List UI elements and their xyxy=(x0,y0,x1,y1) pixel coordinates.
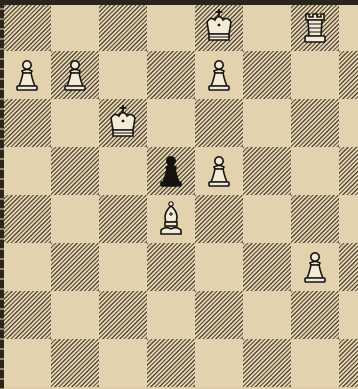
square-c8[interactable] xyxy=(99,3,147,51)
square-b4[interactable] xyxy=(51,195,99,243)
square-e2[interactable] xyxy=(195,291,243,339)
square-b2[interactable] xyxy=(51,291,99,339)
square-b1[interactable] xyxy=(51,339,99,387)
square-g4[interactable] xyxy=(291,195,339,243)
square-g3[interactable] xyxy=(291,243,339,291)
square-h5[interactable] xyxy=(339,147,358,195)
square-b6[interactable] xyxy=(51,99,99,147)
square-a5[interactable] xyxy=(3,147,51,195)
square-d5[interactable] xyxy=(147,147,195,195)
square-d7[interactable] xyxy=(147,51,195,99)
square-g2[interactable] xyxy=(291,291,339,339)
square-g8[interactable] xyxy=(291,3,339,51)
square-f8[interactable] xyxy=(243,3,291,51)
left-border xyxy=(0,0,4,389)
square-a4[interactable] xyxy=(3,195,51,243)
white-pawn-icon[interactable] xyxy=(295,247,335,287)
square-h3[interactable] xyxy=(339,243,358,291)
square-f6[interactable] xyxy=(243,99,291,147)
square-d4[interactable] xyxy=(147,195,195,243)
square-d8[interactable] xyxy=(147,3,195,51)
square-f7[interactable] xyxy=(243,51,291,99)
white-pawn-icon[interactable] xyxy=(199,55,239,95)
square-h1[interactable] xyxy=(339,339,358,387)
square-g7[interactable] xyxy=(291,51,339,99)
square-c5[interactable] xyxy=(99,147,147,195)
square-e3[interactable] xyxy=(195,243,243,291)
square-f4[interactable] xyxy=(243,195,291,243)
white-pawn-icon[interactable] xyxy=(199,151,239,191)
square-e8[interactable] xyxy=(195,3,243,51)
square-f5[interactable] xyxy=(243,147,291,195)
white-king-icon[interactable] xyxy=(103,103,143,143)
square-b5[interactable] xyxy=(51,147,99,195)
square-c6[interactable] xyxy=(99,99,147,147)
white-pawn-icon[interactable] xyxy=(55,55,95,95)
square-g6[interactable] xyxy=(291,99,339,147)
square-g1[interactable] xyxy=(291,339,339,387)
square-e5[interactable] xyxy=(195,147,243,195)
white-king-icon[interactable] xyxy=(199,7,239,47)
square-h4[interactable] xyxy=(339,195,358,243)
black-pawn-icon[interactable] xyxy=(151,151,191,191)
square-d6[interactable] xyxy=(147,99,195,147)
square-e4[interactable] xyxy=(195,195,243,243)
white-rook-icon[interactable] xyxy=(295,7,335,47)
square-f2[interactable] xyxy=(243,291,291,339)
square-d1[interactable] xyxy=(147,339,195,387)
chess-board xyxy=(3,3,358,387)
chess-board-frame xyxy=(3,3,358,387)
square-a3[interactable] xyxy=(3,243,51,291)
square-h2[interactable] xyxy=(339,291,358,339)
square-f3[interactable] xyxy=(243,243,291,291)
top-border xyxy=(0,0,358,5)
square-f1[interactable] xyxy=(243,339,291,387)
square-d3[interactable] xyxy=(147,243,195,291)
square-c1[interactable] xyxy=(99,339,147,387)
square-a8[interactable] xyxy=(3,3,51,51)
square-c4[interactable] xyxy=(99,195,147,243)
square-d2[interactable] xyxy=(147,291,195,339)
square-g5[interactable] xyxy=(291,147,339,195)
square-a6[interactable] xyxy=(3,99,51,147)
square-h8[interactable] xyxy=(339,3,358,51)
white-bishop-icon[interactable] xyxy=(151,199,191,239)
square-e7[interactable] xyxy=(195,51,243,99)
square-a1[interactable] xyxy=(3,339,51,387)
square-h7[interactable] xyxy=(339,51,358,99)
square-c3[interactable] xyxy=(99,243,147,291)
square-c2[interactable] xyxy=(99,291,147,339)
square-a2[interactable] xyxy=(3,291,51,339)
square-b8[interactable] xyxy=(51,3,99,51)
square-e1[interactable] xyxy=(195,339,243,387)
square-b3[interactable] xyxy=(51,243,99,291)
square-c7[interactable] xyxy=(99,51,147,99)
white-pawn-icon[interactable] xyxy=(7,55,47,95)
square-b7[interactable] xyxy=(51,51,99,99)
square-h6[interactable] xyxy=(339,99,358,147)
square-a7[interactable] xyxy=(3,51,51,99)
square-e6[interactable] xyxy=(195,99,243,147)
